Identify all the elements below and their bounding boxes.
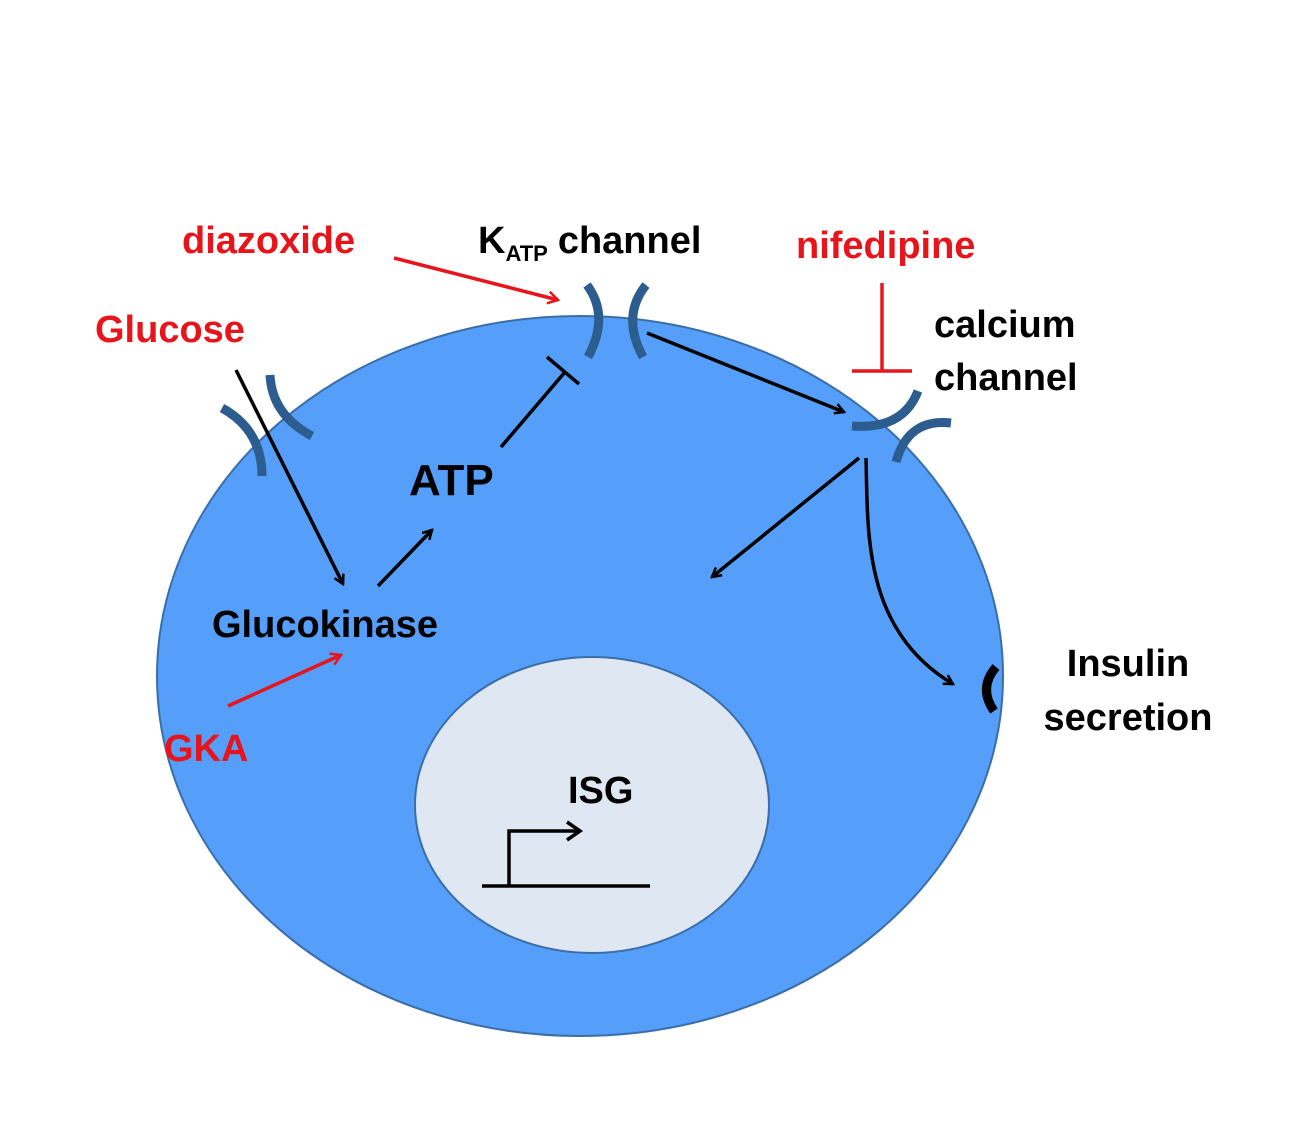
diazoxide-label: diazoxide xyxy=(182,220,355,262)
katp-channel-shape xyxy=(583,282,650,360)
calcium-channel-shape xyxy=(851,389,952,464)
atp-inhibits-katp-line xyxy=(499,355,581,449)
calcium-channel-label-line1: calcium xyxy=(934,304,1076,346)
calcium-to-secretion-arrow xyxy=(864,457,953,686)
insulin-secretion-label-line2: secretion xyxy=(1044,697,1213,739)
katp-channel-word: channel xyxy=(558,220,702,262)
gka-arrow xyxy=(227,655,341,708)
calcium-channel-label-line2: channel xyxy=(934,357,1078,399)
glucose-label: Glucose xyxy=(95,309,245,351)
isg-label: ISG xyxy=(568,770,633,812)
nifedipine-inhibition-line xyxy=(852,283,912,373)
insulin-secretion-label-line1: Insulin xyxy=(1067,643,1189,685)
katp-k: K xyxy=(478,220,506,262)
katp-channel-label: KATP channel xyxy=(478,220,701,266)
secretory-vesicle-shape xyxy=(982,664,1000,714)
katp-subscript: ATP xyxy=(505,241,547,266)
glucose-transporter-channel xyxy=(219,374,315,477)
katp-to-calcium-arrow xyxy=(646,331,844,412)
nifedipine-label: nifedipine xyxy=(796,225,975,267)
gene-promoter-symbol xyxy=(482,820,650,888)
nucleus xyxy=(414,656,770,954)
glucokinase-to-atp-arrow xyxy=(376,530,432,588)
glucokinase-label: Glucokinase xyxy=(212,604,438,646)
calcium-to-cytoplasm-arrow xyxy=(712,456,861,577)
glucose-to-glucokinase-arrow xyxy=(234,369,343,584)
diazoxide-arrow xyxy=(393,256,558,300)
gka-label: GKA xyxy=(164,728,248,770)
atp-label: ATP xyxy=(409,456,494,505)
